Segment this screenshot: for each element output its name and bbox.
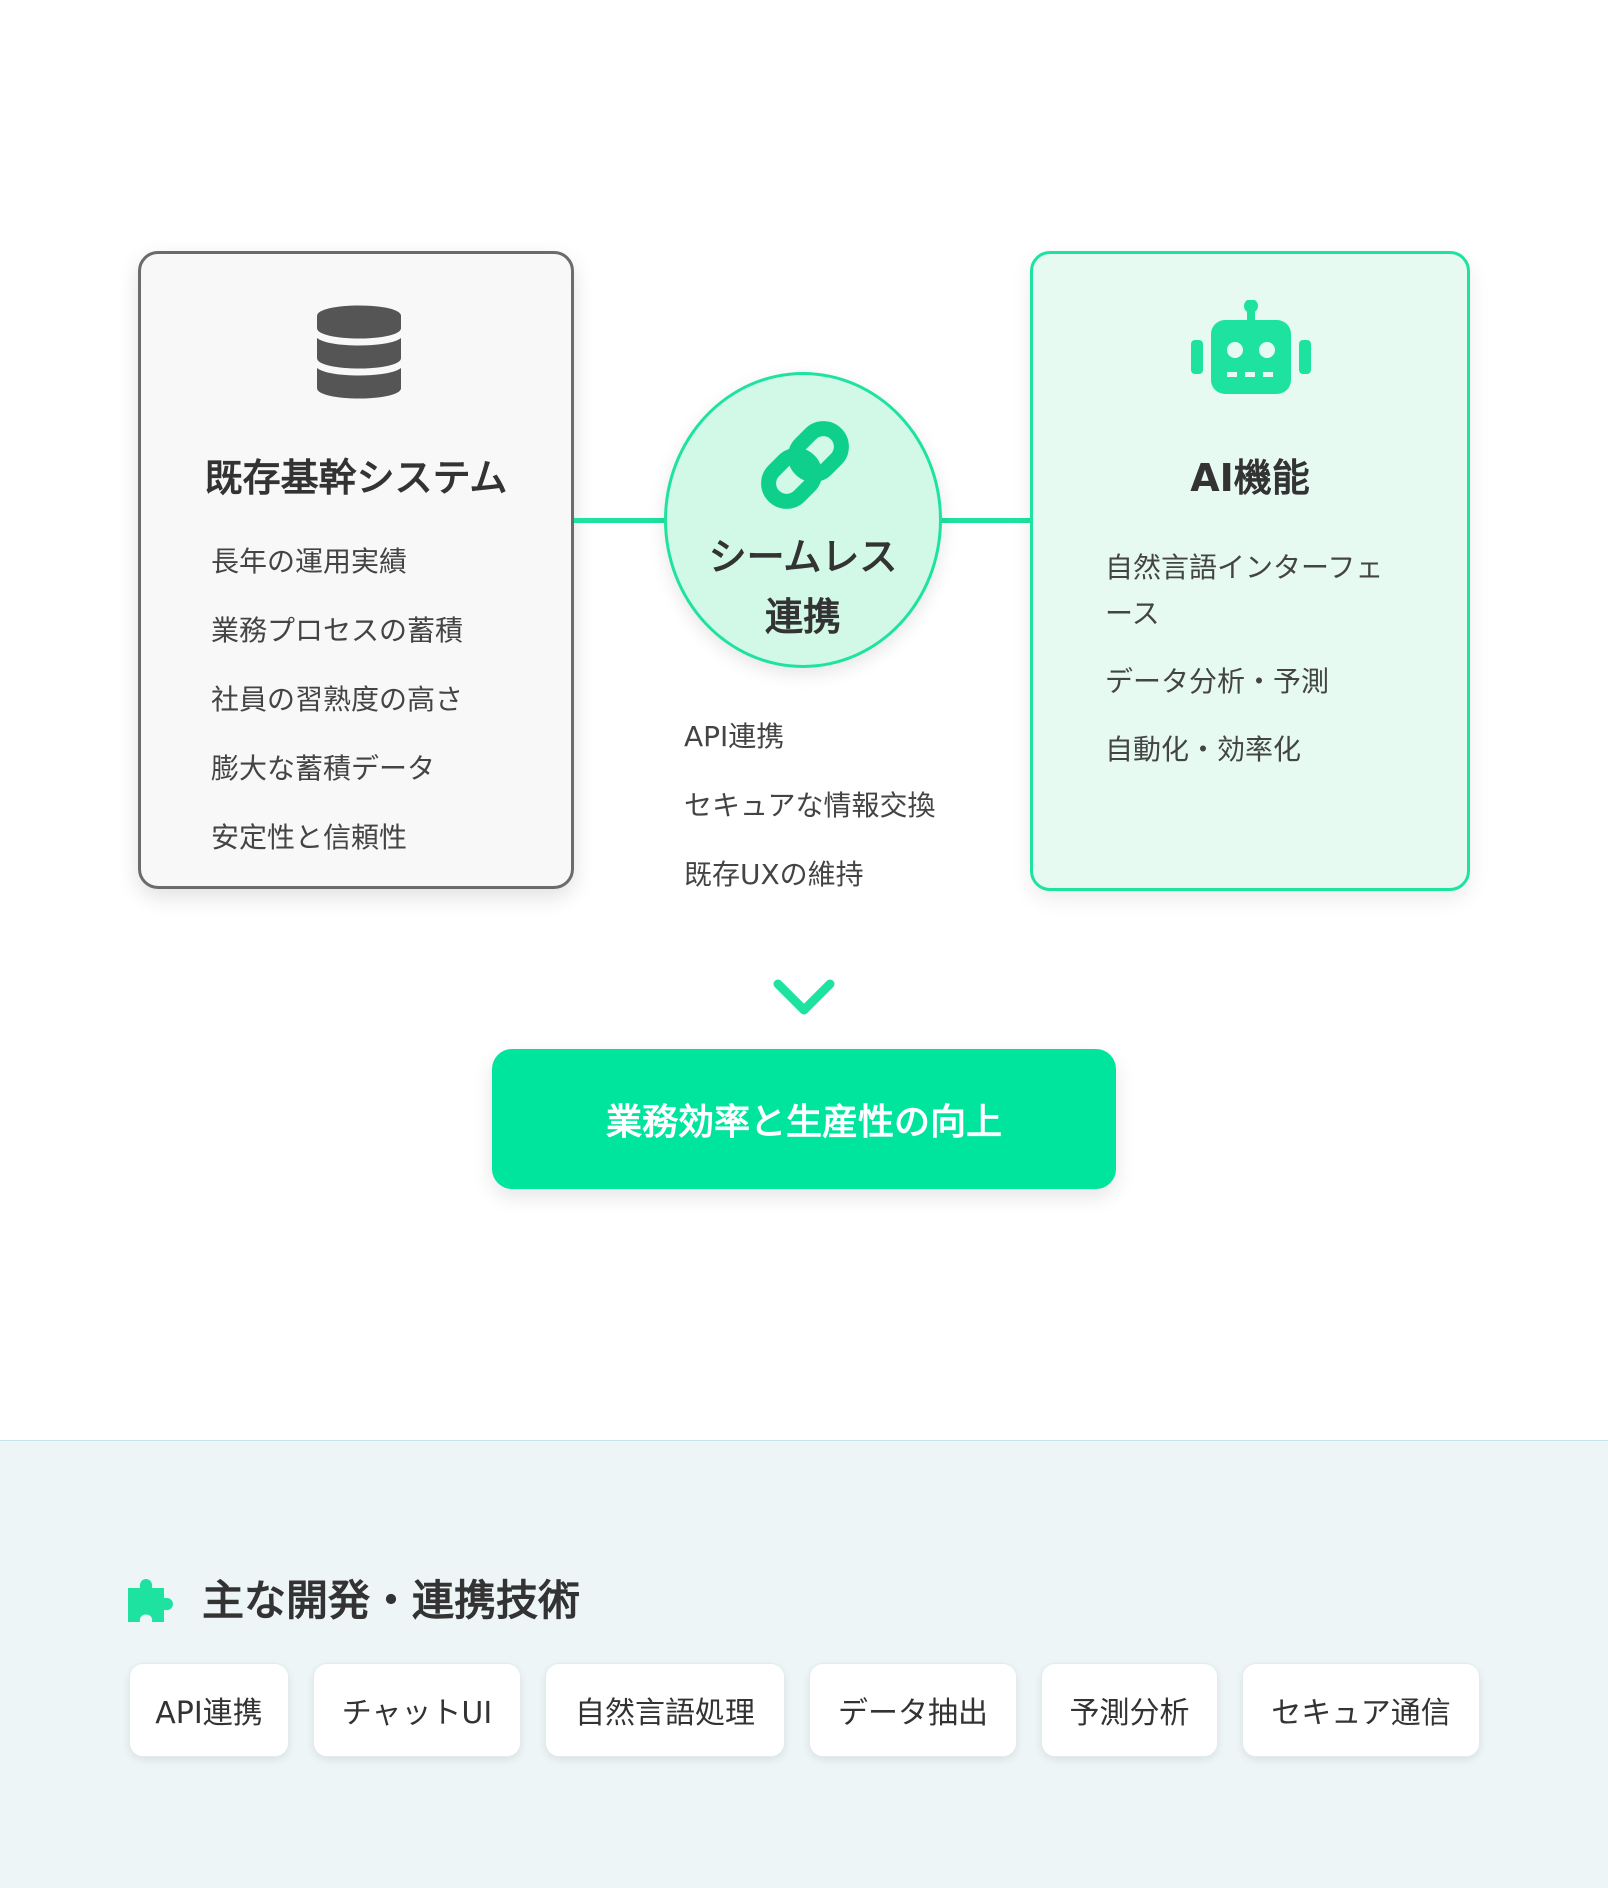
robot-icon [1191, 300, 1311, 394]
tech-tag: 予測分析 [1041, 1663, 1218, 1757]
legacy-system-title: 既存基幹システム [204, 456, 508, 500]
list-item: 既存UXの維持 [684, 858, 864, 891]
result-label: 業務効率と生産性の向上 [605, 1102, 1002, 1143]
legacy-system-card: 既存基幹システム 長年の運用実績 業務プロセスの蓄積 社員の習熟度の高さ 膨大な… [138, 251, 574, 889]
puzzle-icon [128, 1579, 173, 1622]
connector-line-right [940, 518, 1032, 523]
list-item: データ分析・予測 [1105, 665, 1330, 698]
connector-line-left [574, 518, 666, 523]
legacy-system-feature-list: 長年の運用実績 業務プロセスの蓄積 社員の習熟度の高さ 膨大な蓄積データ 安定性… [211, 545, 551, 890]
list-item: 自動化・効率化 [1105, 733, 1302, 766]
list-item: 安定性と信頼性 [211, 821, 408, 854]
ai-function-title: AI機能 [1190, 456, 1310, 500]
list-item: API連携 [684, 720, 785, 753]
ai-function-feature-list: 自然言語インターフェース データ分析・予測 自動化・効率化 [1105, 545, 1405, 795]
hub-title: シームレス 連携 [667, 527, 939, 647]
hub-title-line2: 連携 [764, 595, 841, 639]
seamless-integration-hub: シームレス 連携 [664, 372, 942, 668]
ai-function-card: AI機能 自然言語インターフェース データ分析・予測 自動化・効率化 [1030, 251, 1470, 891]
list-item: セキュアな情報交換 [684, 789, 936, 822]
database-icon [317, 305, 401, 399]
hub-feature-list: API連携 セキュアな情報交換 既存UXの維持 [684, 720, 1004, 927]
list-item: 自然言語インターフェース [1105, 551, 1384, 630]
link-icon [761, 421, 849, 509]
chevron-down-icon [773, 979, 835, 1015]
result-banner: 業務効率と生産性の向上 [492, 1049, 1116, 1189]
tech-tag: API連携 [129, 1663, 289, 1757]
tech-tag: データ抽出 [809, 1663, 1017, 1757]
list-item: 社員の習熟度の高さ [211, 683, 464, 716]
list-item: 業務プロセスの蓄積 [211, 614, 464, 647]
tech-tag: セキュア通信 [1242, 1663, 1480, 1757]
tech-tag: 自然言語処理 [545, 1663, 785, 1757]
tech-tag: チャットUI [313, 1663, 521, 1757]
tech-heading: 主な開発・連携技術 [202, 1576, 581, 1625]
list-item: 膨大な蓄積データ [211, 752, 436, 785]
hub-title-line1: シームレス [708, 535, 898, 579]
tech-section: 主な開発・連携技術 API連携 チャットUI 自然言語処理 データ抽出 予測分析… [0, 1440, 1608, 1888]
list-item: 長年の運用実績 [211, 545, 408, 578]
